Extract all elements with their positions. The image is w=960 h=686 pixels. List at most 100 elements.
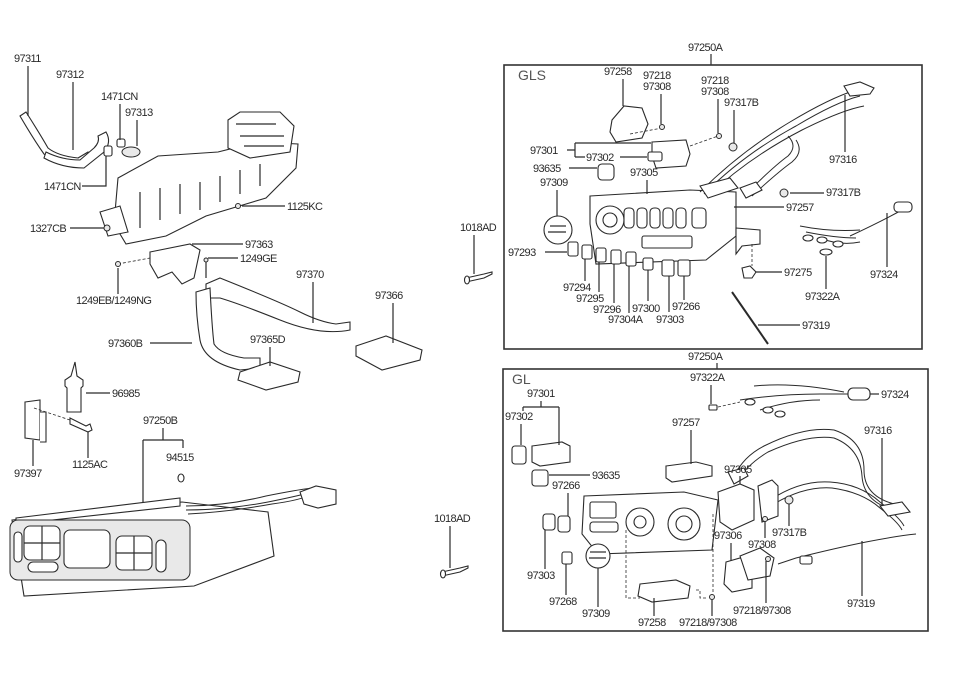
- label-97397[interactable]: 97397: [14, 468, 43, 480]
- heater-unit-body[interactable]: [113, 141, 299, 245]
- knob-97302-gl[interactable]: [511, 445, 527, 465]
- gls-label-97218-a[interactable]: 97218: [643, 70, 672, 82]
- label-1249GE[interactable]: 1249GE: [240, 253, 278, 265]
- harness-97316[interactable]: [699, 89, 857, 193]
- gls-label-97305[interactable]: 97305: [630, 167, 659, 179]
- gls-label-97317B-mid[interactable]: 97317B: [826, 187, 861, 199]
- gls-label-97309[interactable]: 97309: [540, 177, 569, 189]
- gl-label-93635[interactable]: 93635: [592, 470, 621, 482]
- blower-control-97305-gl[interactable]: [717, 483, 755, 531]
- gls-label-97300[interactable]: 97300: [632, 303, 661, 315]
- blower-switch-97257[interactable]: [665, 461, 713, 483]
- gl-label-97268[interactable]: 97268: [549, 596, 578, 608]
- bracket-97275[interactable]: [741, 265, 757, 279]
- gl-label-97302[interactable]: 97302: [505, 411, 534, 423]
- button-97303-gl[interactable]: [542, 513, 556, 531]
- gls-label-97257[interactable]: 97257: [786, 202, 815, 214]
- cable-97319[interactable]: [731, 291, 769, 345]
- gls-label-97308-b[interactable]: 97308: [701, 86, 730, 98]
- label-97313[interactable]: 97313: [125, 107, 154, 119]
- actuator-97258[interactable]: [609, 105, 649, 143]
- button-97294[interactable]: [581, 244, 593, 260]
- label-96985[interactable]: 96985: [112, 388, 141, 400]
- button-97293[interactable]: [567, 241, 579, 257]
- harness-97324-gl[interactable]: [739, 384, 850, 411]
- actuator-97258-gl[interactable]: [637, 579, 691, 603]
- label-1327CB[interactable]: 1327CB: [30, 223, 67, 235]
- gls-label-97301[interactable]: 97301: [530, 145, 559, 157]
- blower-housing[interactable]: [227, 111, 295, 159]
- screw-1125AC[interactable]: [69, 417, 93, 433]
- duct-97360B[interactable]: [195, 287, 261, 371]
- label-1249EB-1249NG[interactable]: 1249EB/1249NG: [76, 295, 152, 307]
- gls-label-97302[interactable]: 97302: [586, 152, 615, 164]
- gl-label-97324[interactable]: 97324: [881, 389, 910, 401]
- bulb-97322A-gl[interactable]: [708, 404, 718, 411]
- gl-label-97258[interactable]: 97258: [638, 617, 667, 629]
- button-97304A[interactable]: [625, 251, 637, 267]
- button-97300[interactable]: [642, 257, 654, 271]
- gl-label-97303[interactable]: 97303: [527, 570, 556, 582]
- bulb-93635[interactable]: [597, 163, 615, 181]
- hose-clamp-1471CN-2[interactable]: [116, 138, 126, 148]
- gls-label-97317B-top[interactable]: 97317B: [724, 97, 759, 109]
- connector[interactable]: [299, 485, 337, 509]
- button-97295[interactable]: [595, 247, 607, 263]
- gls-label-97275[interactable]: 97275: [784, 267, 813, 279]
- label-1471CN-top[interactable]: 1471CN: [101, 91, 139, 103]
- button-97303[interactable]: [661, 259, 675, 277]
- switch-97301-gl[interactable]: [531, 441, 571, 467]
- gls-header-label[interactable]: 97250A: [688, 42, 724, 54]
- button-97266-gl[interactable]: [557, 515, 571, 533]
- gls-label-97303[interactable]: 97303: [656, 314, 685, 326]
- label-97370[interactable]: 97370: [296, 269, 325, 281]
- gls-footer-label[interactable]: 97250A: [688, 351, 724, 363]
- hose-clamp-1471CN[interactable]: [103, 145, 113, 157]
- label-97360B[interactable]: 97360B: [108, 338, 143, 350]
- gl-label-97319[interactable]: 97319: [847, 598, 876, 610]
- gls-label-97308-a[interactable]: 97308: [643, 81, 672, 93]
- button-97296[interactable]: [610, 249, 622, 265]
- gl-label-97309[interactable]: 97309: [582, 608, 611, 620]
- heater-hose-97312[interactable]: [43, 131, 110, 169]
- gls-label-93635[interactable]: 93635: [533, 163, 562, 175]
- nut-97317B-2[interactable]: [779, 188, 789, 198]
- gls-label-97324[interactable]: 97324: [870, 269, 899, 281]
- gl-label-97316[interactable]: 97316: [864, 425, 893, 437]
- gl-label-97218-97308-right[interactable]: 97218/97308: [733, 605, 792, 617]
- gl-label-97306[interactable]: 97306: [714, 530, 743, 542]
- knob-97309-gl[interactable]: [585, 543, 611, 569]
- gls-label-97316[interactable]: 97316: [829, 154, 858, 166]
- label-1471CN-bottom[interactable]: 1471CN: [44, 181, 82, 193]
- gls-label-97296[interactable]: 97296: [593, 304, 622, 316]
- gl-label-97301[interactable]: 97301: [527, 388, 556, 400]
- label-97312[interactable]: 97312: [56, 69, 85, 81]
- bracket-97397[interactable]: [24, 399, 41, 441]
- duct-97366[interactable]: [355, 335, 423, 371]
- gl-label-97308[interactable]: 97308: [748, 539, 777, 551]
- duct-97363[interactable]: [149, 243, 201, 285]
- label-94515[interactable]: 94515: [166, 452, 195, 464]
- button-97268[interactable]: [561, 551, 573, 565]
- knob-97309[interactable]: [543, 215, 573, 245]
- gls-label-97294[interactable]: 97294: [563, 282, 592, 294]
- gls-label-97322A[interactable]: 97322A: [805, 291, 841, 303]
- bulb-94515[interactable]: [177, 473, 185, 483]
- gls-label-97293[interactable]: 97293: [508, 247, 537, 259]
- harness-97324[interactable]: [799, 209, 903, 244]
- gl-label-97257[interactable]: 97257: [672, 417, 701, 429]
- gls-label-97258[interactable]: 97258: [604, 66, 633, 78]
- gls-label-97266[interactable]: 97266: [672, 301, 701, 313]
- label-97366[interactable]: 97366: [375, 290, 404, 302]
- gls-label-97304A[interactable]: 97304A: [608, 314, 644, 326]
- bulb-93635-gl[interactable]: [531, 469, 549, 487]
- label-1125AC[interactable]: 1125AC: [72, 459, 109, 471]
- gl-label-97305[interactable]: 97305: [724, 464, 753, 476]
- label-97365D[interactable]: 97365D: [250, 334, 286, 346]
- gl-label-97317B[interactable]: 97317B: [772, 527, 807, 539]
- gl-label-97218-97308-bottom[interactable]: 97218/97308: [679, 617, 738, 629]
- label-1125KC[interactable]: 1125KC: [287, 201, 324, 213]
- duct-97370[interactable]: [205, 277, 351, 333]
- label-97250B[interactable]: 97250B: [143, 415, 178, 427]
- label-1018AD-top[interactable]: 1018AD: [460, 222, 497, 234]
